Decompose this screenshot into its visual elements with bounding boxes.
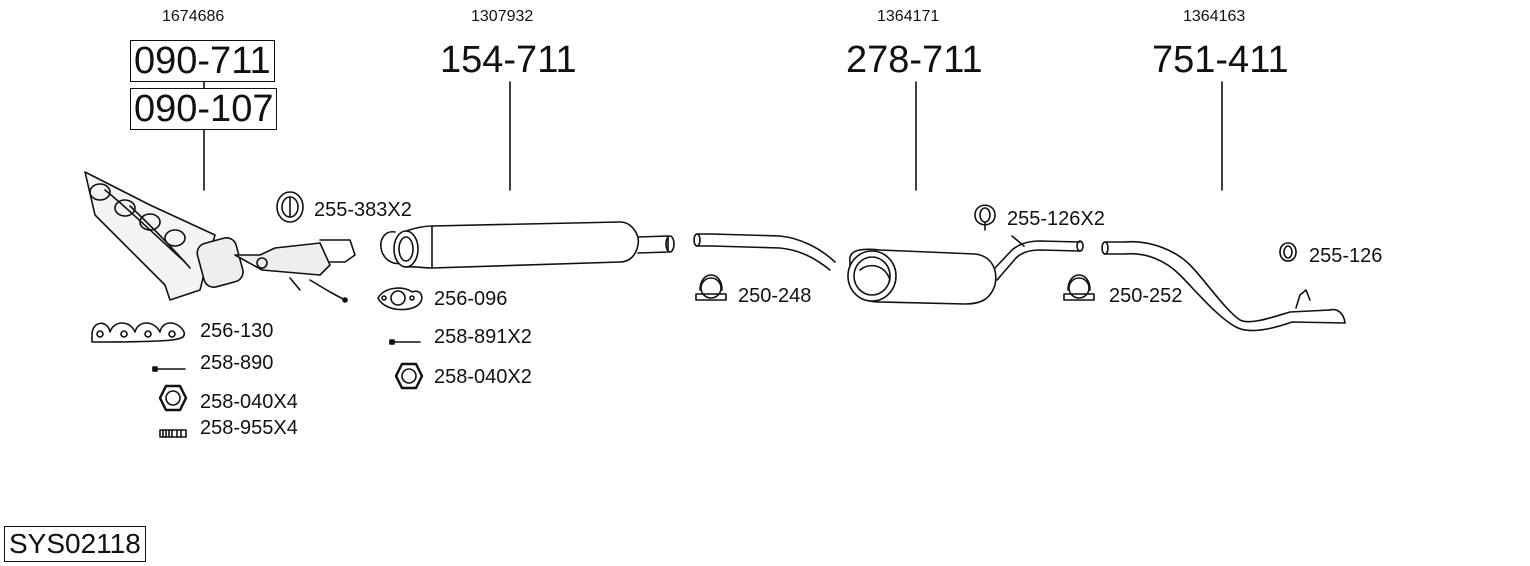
accessory-label[interactable]: 255-383X2: [314, 199, 412, 221]
clamp-icon[interactable]: [695, 274, 727, 301]
oem-number: 1307932: [471, 8, 534, 25]
stud-icon[interactable]: [159, 429, 187, 438]
nut-icon[interactable]: [158, 384, 188, 412]
accessory-label[interactable]: 258-955X4: [200, 417, 298, 439]
part-number-box[interactable]: 090-107: [130, 88, 278, 130]
hanger-icon[interactable]: [1279, 242, 1297, 262]
accessory-label[interactable]: 258-890: [200, 352, 274, 374]
oem-number: 1364171: [877, 8, 940, 25]
part-number[interactable]: 751-411: [1152, 39, 1289, 81]
nut-icon[interactable]: [394, 362, 424, 390]
flange-gasket-icon[interactable]: [377, 287, 423, 311]
oem-number: 1364163: [1183, 8, 1246, 25]
bolt-icon[interactable]: [152, 366, 186, 372]
accessory-label[interactable]: 256-130: [200, 320, 274, 342]
bolt-icon[interactable]: [389, 339, 421, 345]
oem-number: 1674686: [162, 8, 225, 25]
manifold-gasket-icon[interactable]: [91, 322, 186, 343]
part-number[interactable]: 278-711: [846, 39, 983, 81]
accessory-label[interactable]: 250-252: [1109, 285, 1183, 307]
accessory-label[interactable]: 255-126: [1309, 245, 1383, 267]
part-number-box[interactable]: 090-711: [130, 40, 275, 82]
hanger-icon[interactable]: [974, 204, 1025, 247]
manifold-catalyst-part[interactable]: [84, 171, 356, 303]
rear-pipe-part[interactable]: [1101, 240, 1346, 332]
accessory-label[interactable]: 258-891X2: [434, 326, 532, 348]
accessory-label[interactable]: 255-126X2: [1007, 208, 1105, 230]
part-number[interactable]: 154-711: [440, 39, 577, 81]
middle-silencer-part[interactable]: [693, 233, 1084, 305]
accessory-label[interactable]: 250-248: [738, 285, 812, 307]
clamp-icon[interactable]: [1063, 274, 1095, 301]
accessory-label[interactable]: 256-096: [434, 288, 508, 310]
accessory-label[interactable]: 258-040X4: [200, 391, 298, 413]
accessory-label[interactable]: 258-040X2: [434, 366, 532, 388]
system-code: SYS02118: [4, 526, 146, 562]
front-silencer-part[interactable]: [380, 221, 675, 269]
hanger-icon[interactable]: [276, 191, 304, 223]
